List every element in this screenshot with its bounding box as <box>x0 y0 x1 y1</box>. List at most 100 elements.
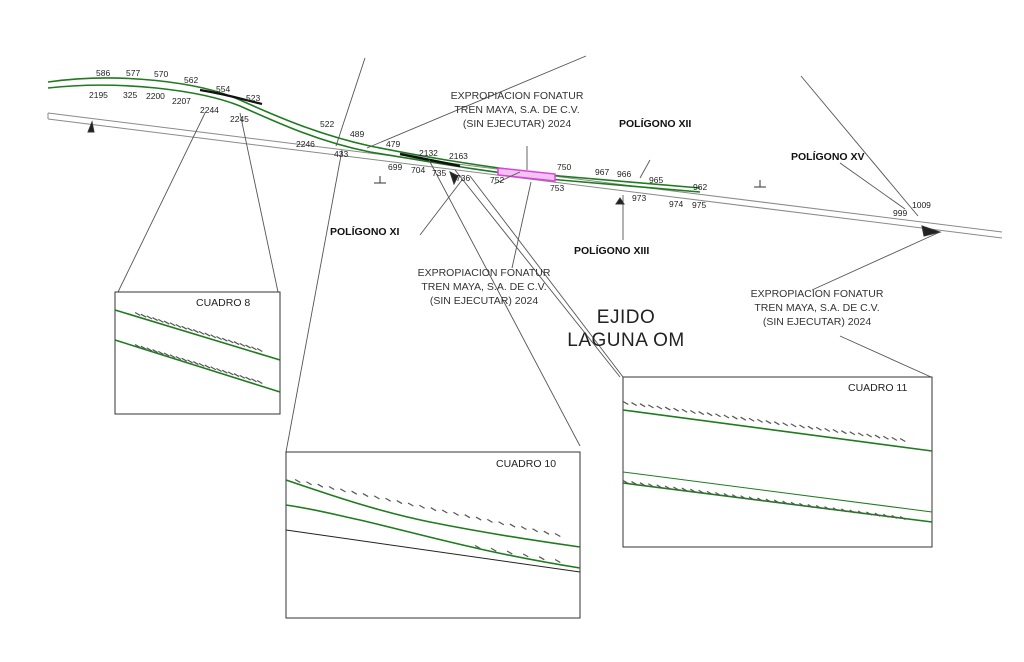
inset-point-mark <box>656 405 663 410</box>
inset-point-mark <box>656 484 663 489</box>
inset-point-mark <box>227 339 234 344</box>
inset-point-mark <box>765 498 772 503</box>
inset-point-mark <box>790 501 797 506</box>
inset-point-mark <box>891 436 898 441</box>
annotation-expropiacion-right: EXPROPIACION FONATUR TREN MAYA, S.A. DE … <box>751 288 884 328</box>
inset-point-mark <box>239 374 246 379</box>
inset-point-mark <box>187 327 193 332</box>
inset-point-mark <box>773 499 780 504</box>
inset-point-mark <box>773 421 780 426</box>
inset-point-mark <box>216 367 222 372</box>
inset-point-mark <box>192 329 199 334</box>
point-753: 753 <box>550 183 564 193</box>
annotation-expropiacion-mid: EXPROPIACION FONATUR TREN MAYA, S.A. DE … <box>418 267 551 307</box>
inset-point-mark <box>748 496 755 501</box>
inset-point-mark <box>198 330 205 335</box>
cuadro-11-title: CUADRO 11 <box>848 382 907 394</box>
point-2245: 2245 <box>230 114 249 124</box>
point-523: 523 <box>246 93 260 103</box>
point-586: 586 <box>96 68 110 78</box>
svg-text:TREN MAYA, S.A. DE C.V.: TREN MAYA, S.A. DE C.V. <box>754 302 879 314</box>
inset-point-mark <box>874 434 881 439</box>
inset-point-mark <box>832 428 839 434</box>
inset-point-mark <box>631 481 638 486</box>
inset-point-mark <box>163 320 170 325</box>
inset-point-mark <box>849 431 856 436</box>
inset-point-mark <box>158 350 164 355</box>
svg-text:EXPROPIACION FONATUR: EXPROPIACION FONATUR <box>751 288 884 300</box>
inset-point-mark <box>233 373 240 378</box>
inset-point-mark <box>740 416 747 421</box>
inset-point-mark <box>723 414 730 419</box>
inset-point-mark <box>706 412 713 417</box>
inset-point-mark <box>715 491 721 497</box>
label-poligono-xiii: POLÍGONO XIII <box>574 244 649 257</box>
inset-point-mark <box>373 495 380 500</box>
inset-point-mark <box>506 550 513 555</box>
inset-point-mark <box>648 483 654 488</box>
inset-point-mark <box>857 432 864 437</box>
point-704: 704 <box>411 165 425 175</box>
label-ejido: EJIDO LAGUNA OM <box>567 307 684 351</box>
inset-point-mark <box>554 558 561 564</box>
inset-point-mark <box>362 493 369 498</box>
inset-point-mark <box>807 425 814 430</box>
inset-point-mark <box>538 556 545 561</box>
svg-text:LAGUNA OM: LAGUNA OM <box>567 330 684 351</box>
inset-point-mark <box>832 507 839 512</box>
inset-point-mark <box>221 369 228 374</box>
inset-point-mark <box>723 493 730 498</box>
point-489: 489 <box>350 129 364 139</box>
inset-point-mark <box>146 315 153 320</box>
inset-point-mark <box>134 311 141 316</box>
inset-point-mark <box>841 508 847 513</box>
cuadro-11-inset: CUADRO 11 <box>622 376 933 548</box>
point-numbers: 586 577 570 562 554 523 2195 325 2200 22… <box>89 68 931 218</box>
inset-point-mark <box>690 488 696 493</box>
point-577: 577 <box>126 68 140 78</box>
inset-point-mark <box>233 341 240 346</box>
inset-point-mark <box>227 371 234 376</box>
cuadro-10-title: CUADRO 10 <box>496 458 556 470</box>
inset-point-mark <box>158 318 164 323</box>
inset-point-mark <box>216 335 222 340</box>
point-2200: 2200 <box>146 91 165 101</box>
point-965: 965 <box>649 175 663 185</box>
inset-point-mark <box>175 323 182 328</box>
leader-lines <box>117 55 941 453</box>
inset-point-mark <box>140 345 147 350</box>
inset-point-mark <box>782 422 789 427</box>
expropriation-polygon <box>497 167 556 182</box>
inset-point-mark <box>474 544 481 549</box>
point-522: 522 <box>320 119 334 129</box>
inset-point-mark <box>866 511 873 516</box>
cuadro-10-inset: CUADRO 10 <box>285 451 581 619</box>
inset-point-mark <box>181 357 188 362</box>
point-736: 736 <box>456 173 470 183</box>
point-325: 325 <box>123 90 137 100</box>
inset-point-mark <box>498 521 505 526</box>
inset-point-mark <box>883 513 889 518</box>
inset-point-mark <box>815 505 822 510</box>
point-2244: 2244 <box>200 105 219 115</box>
inset-point-mark <box>891 514 898 519</box>
inset-point-mark <box>152 317 158 322</box>
inset-point-mark <box>464 514 471 519</box>
svg-text:TREN MAYA, S.A. DE C.V.: TREN MAYA, S.A. DE C.V. <box>454 104 579 116</box>
inset-point-mark <box>256 347 263 352</box>
inset-point-mark <box>681 408 688 413</box>
inset-point-mark <box>622 479 629 485</box>
inset-point-mark <box>175 355 182 360</box>
inset-point-mark <box>407 502 414 507</box>
inset-point-mark <box>294 478 301 483</box>
inset-point-mark <box>239 342 246 347</box>
annotation-expropiacion-top: EXPROPIACION FONATUR TREN MAYA, S.A. DE … <box>451 90 584 130</box>
inset-point-mark <box>543 530 550 535</box>
inset-point-mark <box>731 494 738 499</box>
inset-point-mark <box>815 426 822 431</box>
inset-point-mark <box>245 344 251 349</box>
svg-text:(SIN EJECUTAR) 2024: (SIN EJECUTAR) 2024 <box>463 118 571 130</box>
inset-point-mark <box>799 502 805 507</box>
inset-point-mark <box>807 503 814 508</box>
